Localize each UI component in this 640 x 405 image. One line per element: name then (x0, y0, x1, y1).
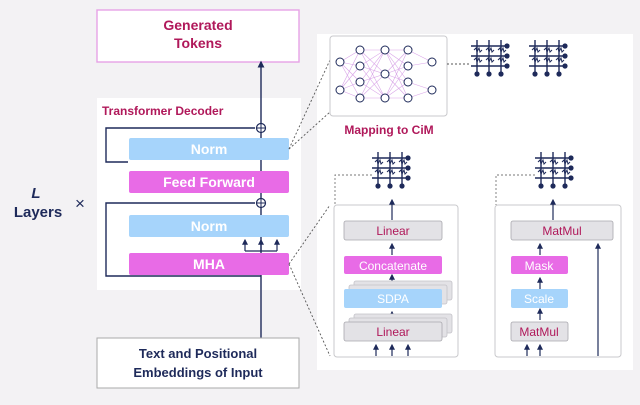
generated-tokens-line2: Tokens (174, 35, 222, 51)
decoder-title: Transformer Decoder (102, 104, 224, 118)
sdpa-block (344, 289, 442, 308)
norm-top-block (129, 138, 289, 160)
scale-block (511, 289, 568, 308)
layers-times: × (75, 194, 85, 213)
sdpa-matmul-bottom-label: MatMul (519, 325, 558, 339)
mha-label: MHA (193, 256, 225, 272)
sdpa-label: SDPA (377, 292, 409, 306)
sdpa-matmul-bottom-block (510, 321, 569, 342)
sdpa-matmul-top-block (510, 220, 614, 241)
concatenate-block (344, 256, 442, 274)
mask-block (511, 256, 568, 274)
generated-tokens-line1: Generated (163, 17, 232, 33)
mha-linear-bottom-label: Linear (376, 325, 409, 339)
sdpa-detail-box (494, 204, 622, 358)
layers-symbol: L (31, 185, 40, 202)
mask-label: Mask (525, 259, 555, 273)
norm-bottom-label: Norm (191, 218, 228, 234)
mha-linear-bottom-block (343, 321, 443, 342)
sdpa-matmul-top-label: MatMul (542, 224, 581, 238)
feed-forward-block (129, 171, 289, 193)
mha-linear-top-block (343, 220, 443, 241)
concatenate-label: Concatenate (359, 259, 427, 273)
input-embedding-box (96, 337, 300, 389)
residual-loop-bottom (105, 202, 261, 277)
norm-top-label: Norm (191, 141, 228, 157)
feed-forward-label: Feed Forward (163, 174, 255, 190)
input-line1: Text and Positional (139, 346, 257, 361)
norm-bottom-block (129, 215, 289, 237)
layers-word: Layers (14, 204, 62, 221)
mha-linear-top-label: Linear (376, 224, 409, 238)
cim-caption: Mapping to CiM (344, 123, 433, 137)
mha-block (129, 253, 289, 275)
residual-loop-top (105, 127, 255, 163)
generated-tokens-box (96, 9, 300, 63)
scale-label: Scale (524, 292, 554, 306)
input-line2: Embeddings of Input (133, 365, 263, 380)
